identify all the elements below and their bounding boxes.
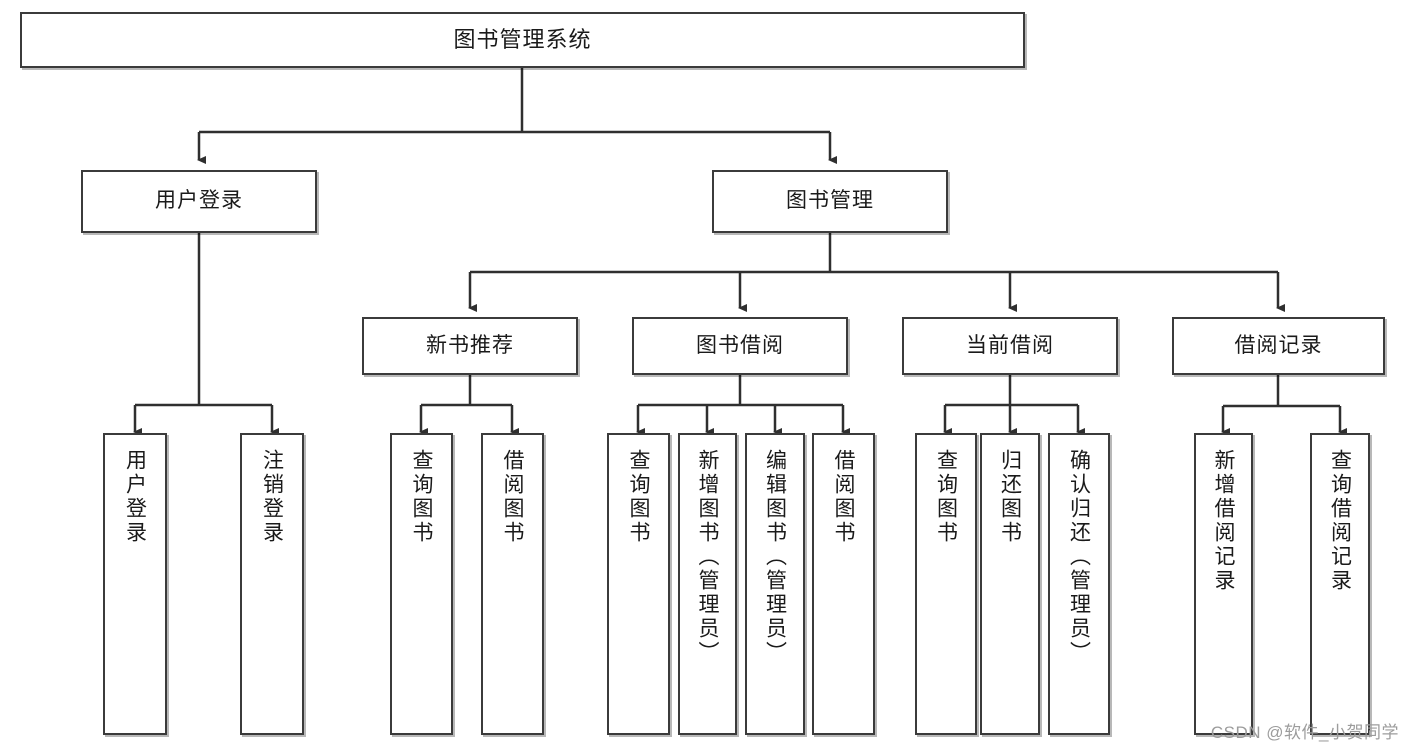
node-user-login-label: 用户登录: [155, 189, 243, 213]
leaf-borrow-book-borrow[interactable]: 借阅图书: [812, 433, 875, 735]
leaf-logout[interactable]: 注销登录: [240, 433, 304, 735]
leaf-edit-book-admin-label: 编辑图书（管理员）: [763, 449, 787, 665]
leaf-borrow-book-borrow-label: 借阅图书: [832, 449, 855, 545]
leaf-query-book-current[interactable]: 查询图书: [915, 433, 977, 735]
node-new-book-recommend[interactable]: 新书推荐: [362, 317, 578, 375]
leaf-query-book-newbook[interactable]: 查询图书: [390, 433, 453, 735]
watermark: CSDN @软件_小贺同学: [1210, 723, 1399, 742]
leaf-query-book-current-label: 查询图书: [934, 449, 958, 545]
leaf-user-login-label: 用户登录: [123, 449, 147, 545]
leaf-add-book-admin[interactable]: 新增图书（管理员）: [678, 433, 737, 735]
leaf-add-borrow-record[interactable]: 新增借阅记录: [1194, 433, 1253, 735]
leaf-edit-book-admin[interactable]: 编辑图书（管理员）: [745, 433, 805, 735]
node-root-label: 图书管理系统: [453, 27, 592, 53]
leaf-query-book-borrow[interactable]: 查询图书: [607, 433, 670, 735]
leaf-add-book-admin-label: 新增图书（管理员）: [696, 449, 719, 665]
leaf-confirm-return-admin-label: 确认归还（管理员）: [1067, 449, 1091, 665]
node-book-borrow-label: 图书借阅: [696, 333, 784, 357]
node-current-borrow[interactable]: 当前借阅: [902, 317, 1118, 375]
leaf-query-borrow-record-label: 查询借阅记录: [1328, 449, 1352, 593]
node-new-book-recommend-label: 新书推荐: [426, 333, 514, 357]
leaf-query-book-newbook-label: 查询图书: [410, 449, 433, 545]
leaf-borrow-book-newbook-label: 借阅图书: [501, 449, 524, 545]
node-book-management-label: 图书管理: [786, 189, 874, 213]
leaf-borrow-book-newbook[interactable]: 借阅图书: [481, 433, 544, 735]
leaf-return-book-label: 归还图书: [998, 449, 1022, 545]
node-book-borrow[interactable]: 图书借阅: [632, 317, 848, 375]
node-borrow-record-label: 借阅记录: [1234, 333, 1323, 357]
node-current-borrow-label: 当前借阅: [966, 333, 1054, 357]
leaf-query-borrow-record[interactable]: 查询借阅记录: [1310, 433, 1370, 735]
node-book-management[interactable]: 图书管理: [712, 170, 948, 233]
leaf-confirm-return-admin[interactable]: 确认归还（管理员）: [1048, 433, 1110, 735]
leaf-user-login[interactable]: 用户登录: [103, 433, 167, 735]
node-root[interactable]: 图书管理系统: [20, 12, 1025, 68]
leaf-return-book[interactable]: 归还图书: [980, 433, 1040, 735]
node-borrow-record[interactable]: 借阅记录: [1172, 317, 1385, 375]
node-user-login[interactable]: 用户登录: [81, 170, 317, 233]
leaf-logout-label: 注销登录: [260, 449, 284, 545]
leaf-add-borrow-record-label: 新增借阅记录: [1212, 449, 1235, 593]
leaf-query-book-borrow-label: 查询图书: [627, 449, 650, 545]
